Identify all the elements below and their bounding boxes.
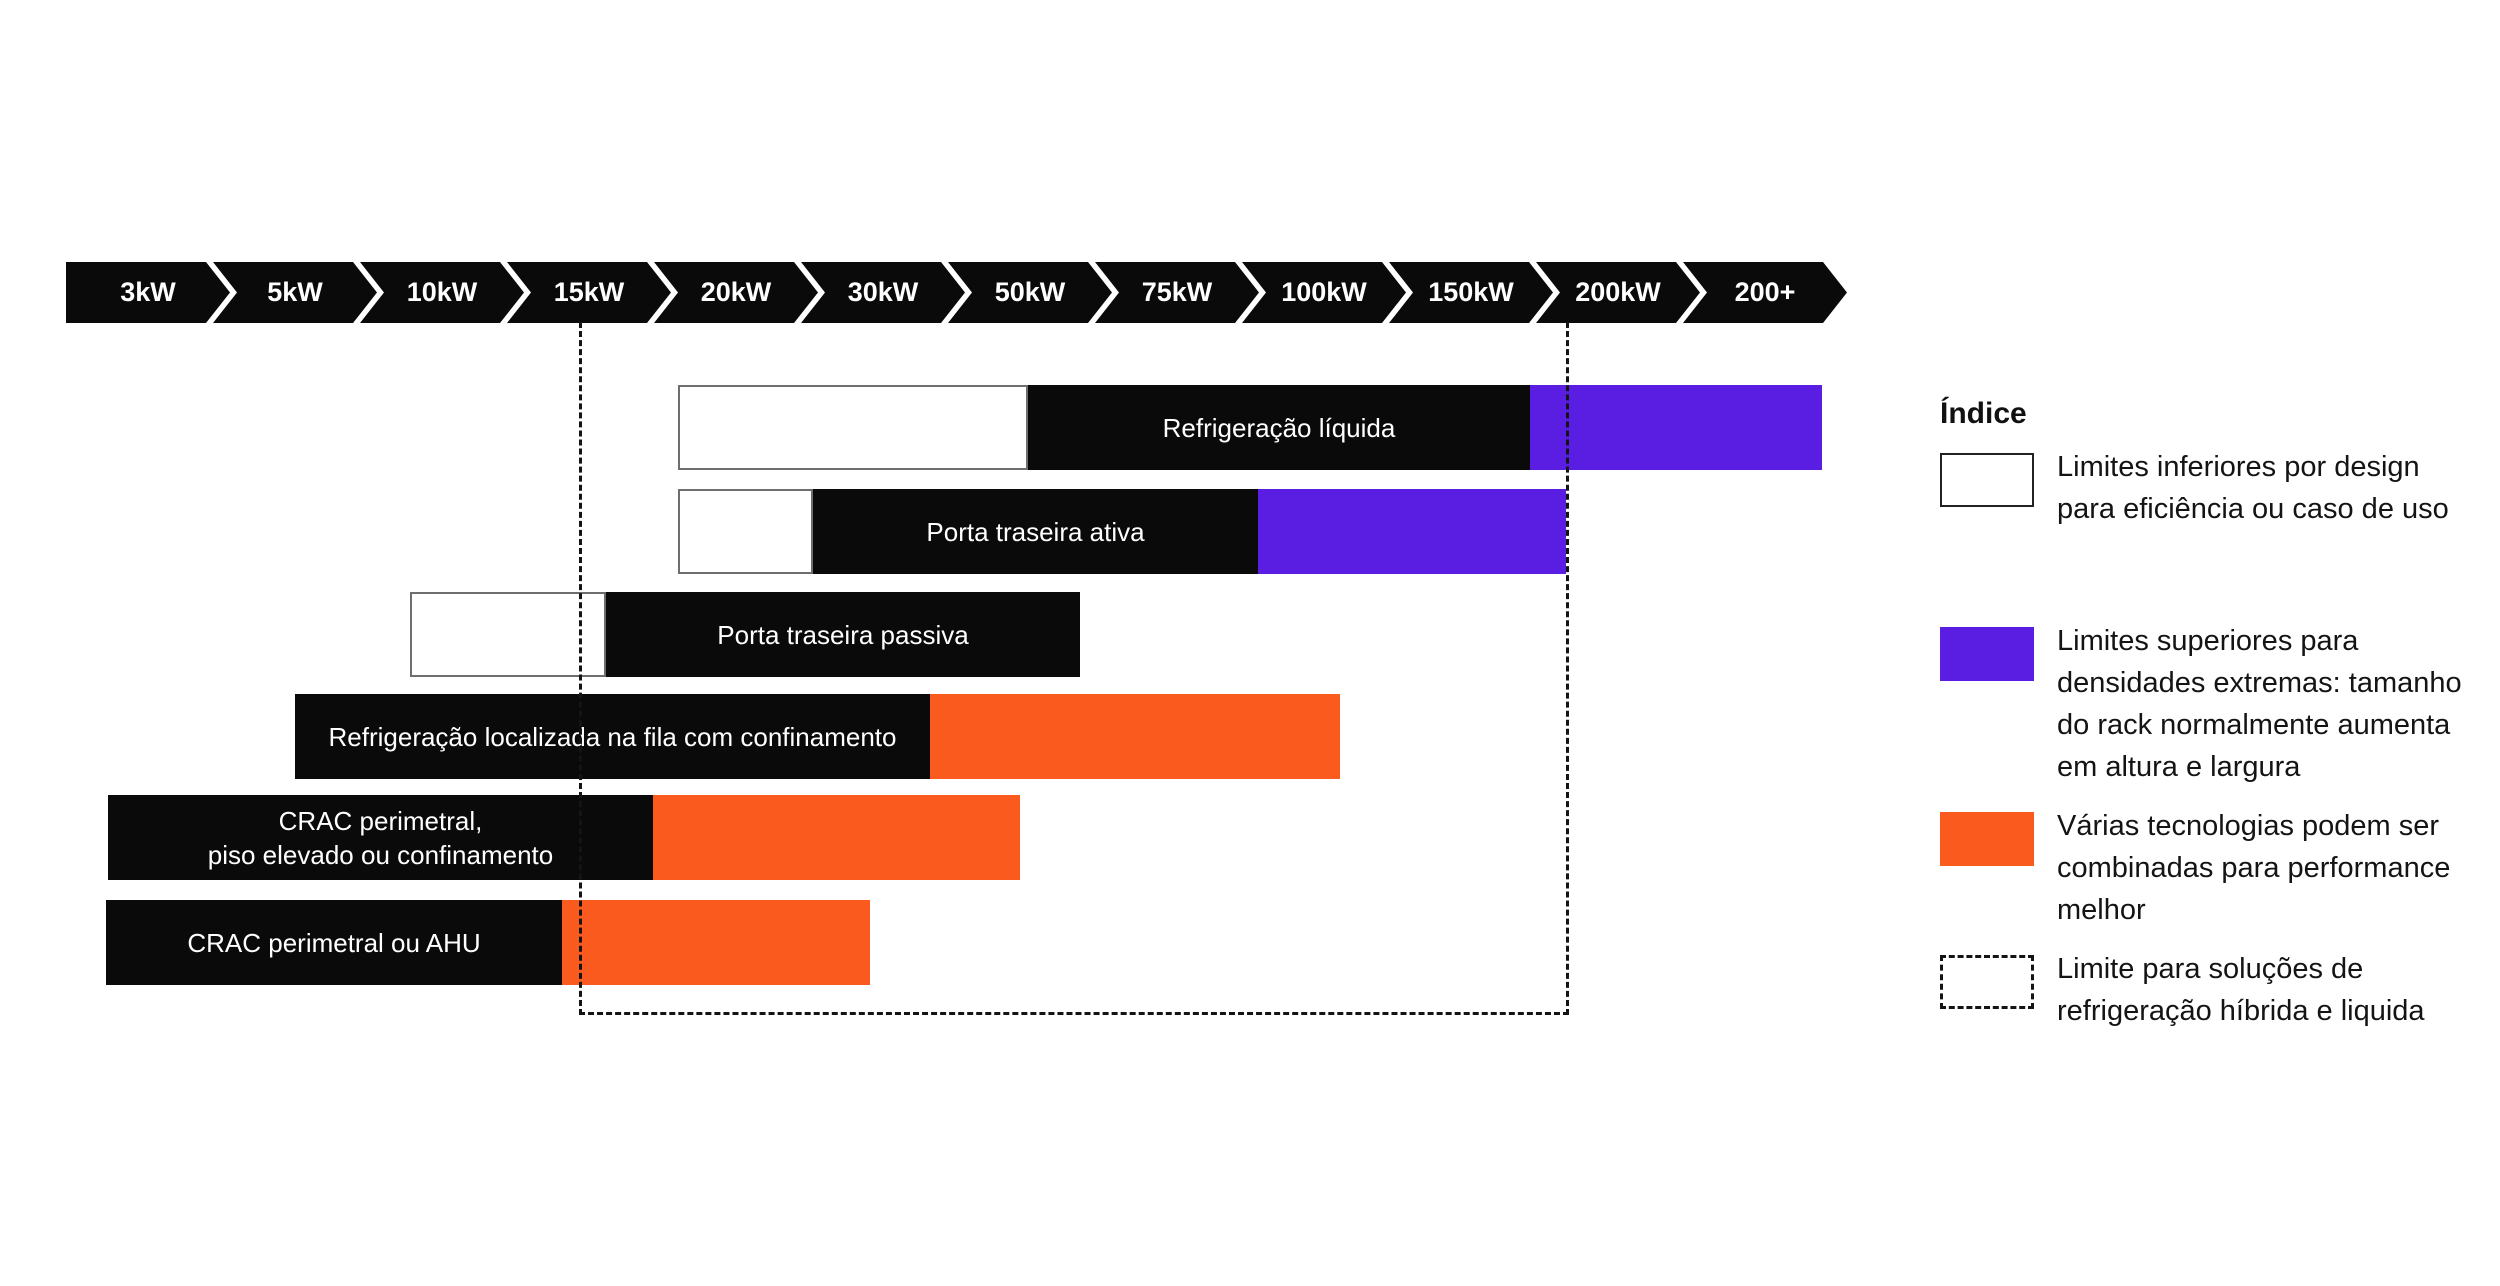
refrigeracao-liquida-main-segment: Refrigeração líquida	[1028, 385, 1530, 470]
bar-row-porta-traseira-ativa: Porta traseira ativa	[0, 489, 2500, 574]
axis-label: 5kW	[267, 277, 323, 307]
axis-label: 75kW	[1141, 277, 1213, 307]
legend-item-label: Limites inferiores por design para efici…	[2057, 451, 2449, 525]
axis-segment-200kW: 200kW	[1536, 262, 1700, 323]
legend-item-label: Várias tecnologias podem ser combinadas …	[2057, 810, 2451, 926]
bar-row-refrigeracao-liquida: Refrigeração líquida	[0, 385, 2500, 470]
bar-label: Refrigeração líquida	[1162, 412, 1396, 443]
refrigeracao-localizada-na-fila-combined-segment	[930, 694, 1340, 779]
porta-traseira-passiva-main-segment: Porta traseira passiva	[606, 592, 1080, 677]
bar-label: CRAC perimetral,	[278, 805, 483, 836]
crac-perimetral-ou-ahu-main-segment: CRAC perimetral ou AHU	[106, 900, 562, 985]
axis-segment-15kW: 15kW	[507, 262, 671, 323]
bar-label: Refrigeração localizada na fila com conf…	[328, 721, 897, 752]
legend-item-label: Limites superiores para densidades extre…	[2057, 625, 2462, 783]
crac-perimetral-piso-elevado-main-segment: CRAC perimetral,piso elevado ou confinam…	[108, 795, 653, 880]
porta-traseira-passiva-lower-segment	[410, 592, 606, 677]
legend-swatch-white-icon	[1940, 453, 2034, 507]
axis-label: 15kW	[553, 277, 625, 307]
legend-swatch-dashed-icon	[1940, 955, 2034, 1009]
porta-traseira-ativa-main-segment: Porta traseira ativa	[813, 489, 1258, 574]
bar-row-crac-perimetral-piso-elevado: CRAC perimetral,piso elevado ou confinam…	[0, 795, 2500, 880]
axis-segment-150kW: 150kW	[1389, 262, 1553, 323]
axis-label: 50kW	[994, 277, 1066, 307]
axis-label: 30kW	[847, 277, 919, 307]
refrigeracao-liquida-upper-segment	[1530, 385, 1822, 470]
axis-label: 3kW	[120, 277, 176, 307]
axis-segment-75kW: 75kW	[1095, 262, 1259, 323]
legend-title: Índice	[1940, 397, 2027, 430]
porta-traseira-ativa-lower-segment	[678, 489, 813, 574]
axis-segment-3kW: 3kW	[66, 262, 230, 323]
axis-segment-100kW: 100kW	[1242, 262, 1406, 323]
legend-swatch-orange-icon	[1940, 812, 2034, 866]
bar-row-refrigeracao-localizada-na-fila: Refrigeração localizada na fila com conf…	[0, 694, 2500, 779]
bar-label: Porta traseira ativa	[926, 516, 1145, 547]
axis-label: 10kW	[406, 277, 478, 307]
axis-segment-30kW: 30kW	[801, 262, 965, 323]
axis-label: 200+	[1734, 277, 1796, 307]
refrigeracao-localizada-na-fila-main-segment: Refrigeração localizada na fila com conf…	[295, 694, 930, 779]
crac-perimetral-ou-ahu-combined-segment	[562, 900, 870, 985]
bar-row-porta-traseira-passiva: Porta traseira passiva	[0, 592, 2500, 677]
axis-segment-5kW: 5kW	[213, 262, 377, 323]
axis-segment-50kW: 50kW	[948, 262, 1112, 323]
legend: Índice Limites inferiores por design par…	[1940, 396, 2500, 1027]
axis-label: 20kW	[700, 277, 772, 307]
bar-label: Porta traseira passiva	[717, 619, 969, 650]
legend-swatch-purple-icon	[1940, 627, 2034, 681]
legend-item-label: Limite para soluções de refrigeração híb…	[2057, 953, 2425, 1027]
axis-label: 200kW	[1575, 277, 1661, 307]
bar-label: CRAC perimetral ou AHU	[187, 927, 481, 958]
porta-traseira-ativa-upper-segment	[1258, 489, 1566, 574]
axis-label: 150kW	[1428, 277, 1514, 307]
axis-segment-10kW: 10kW	[360, 262, 524, 323]
refrigeracao-liquida-lower-segment	[678, 385, 1028, 470]
axis-segment-200+: 200+	[1683, 262, 1847, 323]
bar-row-crac-perimetral-ou-ahu: CRAC perimetral ou AHU	[0, 900, 2500, 985]
bar-label: piso elevado ou confinamento	[207, 839, 554, 870]
axis-segment-20kW: 20kW	[654, 262, 818, 323]
axis-label: 100kW	[1281, 277, 1367, 307]
crac-perimetral-piso-elevado-combined-segment	[653, 795, 1020, 880]
